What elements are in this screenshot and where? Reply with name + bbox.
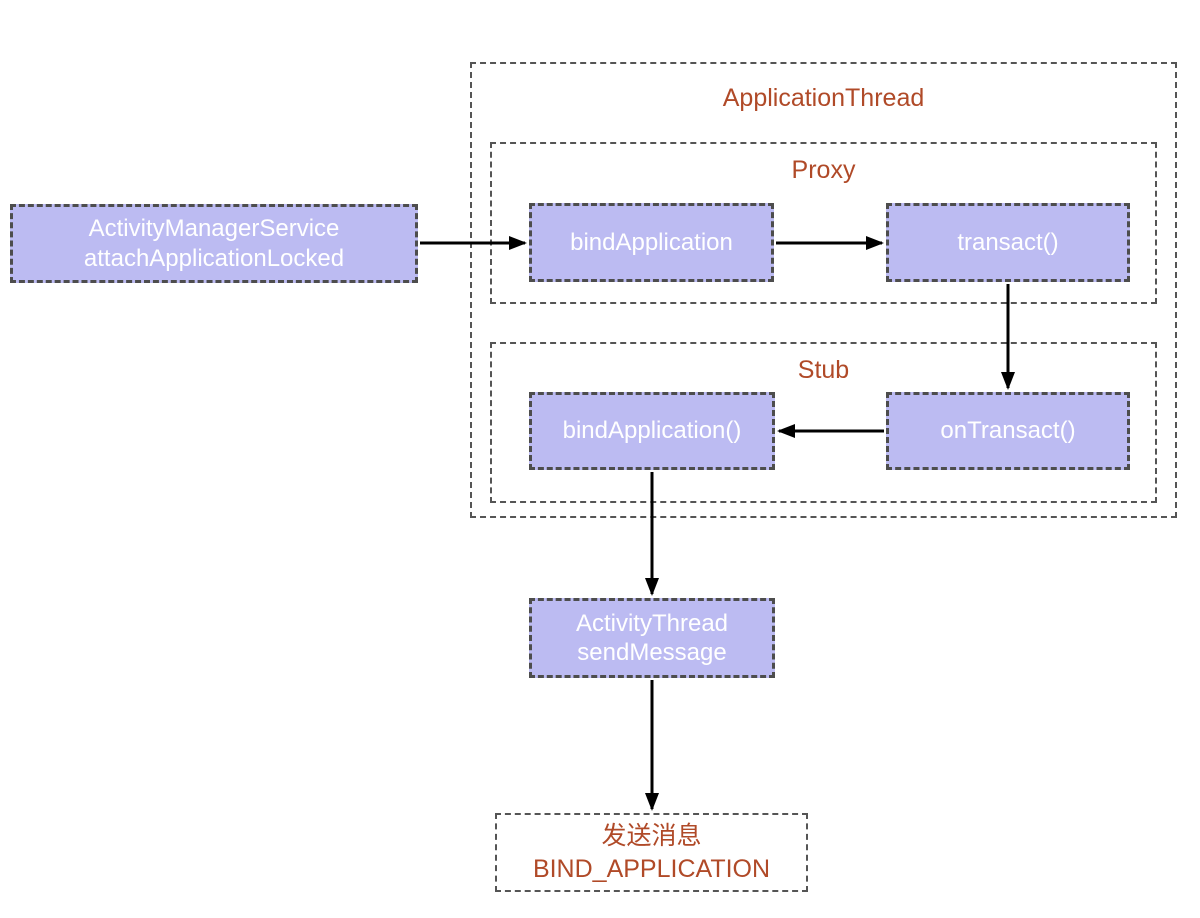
container-title-applicationthread: ApplicationThread [722, 84, 925, 112]
node-label-line: attachApplicationLocked [83, 244, 345, 272]
node-transact: transact() [886, 203, 1130, 282]
node-send-message-bind-application: 发送消息 BIND_APPLICATION [495, 813, 808, 892]
container-title-proxy: Proxy [791, 156, 856, 184]
container-proxy: Proxy [490, 142, 1157, 304]
node-label: bindApplication [570, 228, 733, 256]
node-label-line: ActivityThread [575, 609, 729, 637]
node-bindapplication-proxy: bindApplication [529, 203, 774, 282]
container-stub: Stub [490, 342, 1157, 503]
node-activitymanagerservice: ActivityManagerService attachApplication… [10, 204, 418, 283]
node-bindapplication-stub: bindApplication() [529, 392, 775, 470]
container-applicationthread: ApplicationThread [470, 62, 1177, 518]
node-ontransact: onTransact() [886, 392, 1130, 470]
node-label: onTransact() [940, 417, 1076, 445]
message-label-line: 发送消息 [601, 822, 702, 850]
node-activitythread-sendmessage: ActivityThread sendMessage [529, 598, 775, 678]
container-title-stub: Stub [797, 356, 850, 384]
node-label-line: ActivityManagerService [88, 215, 340, 243]
node-label: transact() [957, 228, 1059, 256]
message-label-line: BIND_APPLICATION [532, 854, 771, 883]
node-label-line: sendMessage [577, 639, 727, 666]
node-label: bindApplication() [562, 417, 742, 445]
